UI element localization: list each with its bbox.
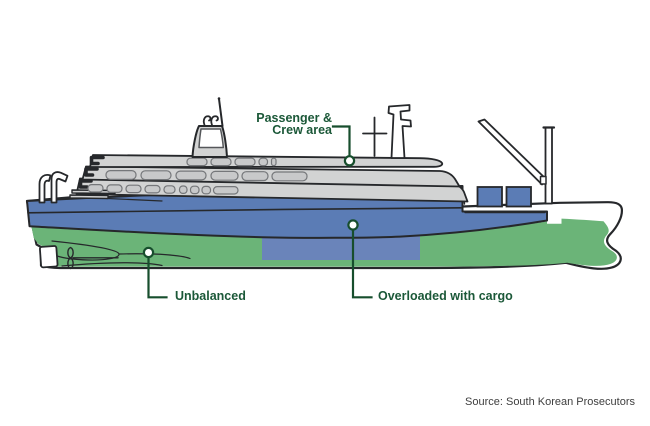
overloaded-marker [347, 219, 359, 231]
label-passenger-crew-area: Passenger & Crew area [230, 111, 332, 137]
source-attribution: Source: South Korean Prosecutors [465, 396, 635, 408]
funnel [191, 97, 228, 158]
bow-stay [477, 118, 548, 186]
funnel-antenna-icon [218, 98, 224, 127]
overloaded-leader-line [351, 229, 373, 299]
midship-antenna-mast [362, 116, 388, 157]
bow-mast [477, 118, 556, 205]
window-row-2 [105, 170, 308, 182]
unbalanced-leader-line [147, 256, 168, 299]
passenger-marker [343, 155, 356, 167]
midship-mast [387, 104, 412, 159]
label-unbalanced: Unbalanced [175, 289, 246, 303]
deck-band-2 [81, 165, 461, 188]
unbalanced-marker [142, 246, 155, 259]
window-row-3 [87, 184, 239, 195]
stern-ledge-2 [69, 194, 109, 200]
container-1 [476, 186, 503, 208]
deck-containers [476, 186, 532, 208]
funnel-horn-icon [202, 115, 219, 126]
deck-windows [87, 157, 308, 195]
propeller-icon [67, 246, 119, 270]
label-passenger-line1: Passenger & [256, 111, 332, 125]
label-passenger-line2: Crew area [272, 123, 332, 137]
passenger-leader-line [331, 125, 351, 157]
stern-davit [38, 171, 69, 204]
stern-deck-steps [78, 155, 105, 189]
annotations [142, 125, 373, 299]
window-row-1 [186, 157, 277, 167]
container-2 [505, 186, 532, 208]
cargo-deck-separator-line [27, 207, 462, 214]
label-overloaded: Overloaded with cargo [378, 289, 513, 303]
cargo-subdeck-region [262, 236, 420, 260]
stern-thruster-box [39, 245, 59, 269]
